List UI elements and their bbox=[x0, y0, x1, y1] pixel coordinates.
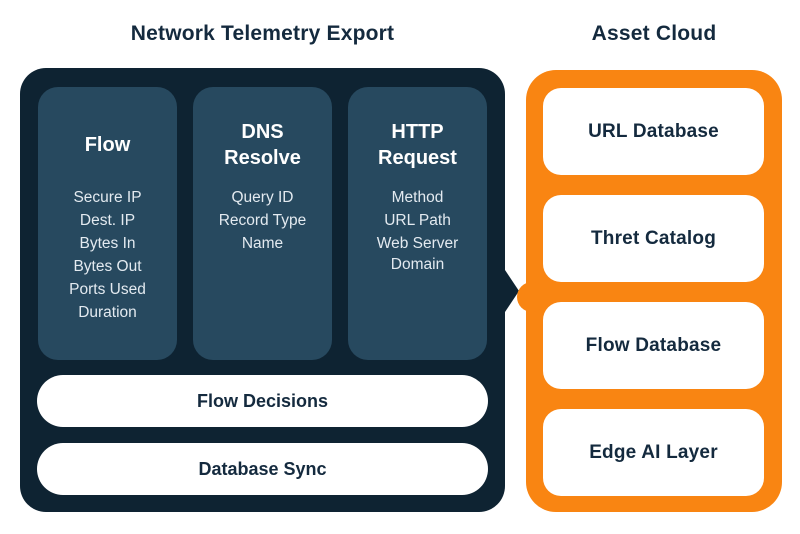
column-heading: HTTP Request bbox=[378, 121, 457, 169]
column-item: Web Server Domain bbox=[376, 235, 459, 273]
asset-cloud-panel: URL Database Thret Catalog Flow Database… bbox=[517, 70, 782, 512]
asset-box: Thret Catalog bbox=[543, 195, 764, 282]
column-item: Query ID bbox=[231, 189, 294, 206]
right-section-title: Asset Cloud bbox=[591, 22, 717, 45]
connector-notch-icon bbox=[517, 282, 547, 312]
asset-box: URL Database bbox=[543, 88, 764, 175]
column-item: Secure IP bbox=[73, 189, 142, 206]
telemetry-bar: Database Sync bbox=[37, 443, 488, 495]
column-item: Ports Used bbox=[69, 281, 146, 298]
column-item: Bytes Out bbox=[73, 258, 142, 275]
column-item: Record Type bbox=[218, 212, 307, 229]
column-item: Dest. IP bbox=[79, 212, 136, 229]
asset-box: Edge AI Layer bbox=[543, 409, 764, 496]
asset-box: Flow Database bbox=[543, 302, 764, 389]
column-heading: DNS Resolve bbox=[224, 121, 301, 169]
telemetry-bar: Flow Decisions bbox=[37, 375, 488, 427]
column-item: Method bbox=[391, 189, 444, 206]
column-heading: Flow bbox=[84, 134, 131, 156]
connector-arrow-icon bbox=[505, 270, 519, 312]
column-item: URL Path bbox=[384, 212, 451, 229]
asset-boxes: URL Database Thret Catalog Flow Database… bbox=[543, 88, 764, 496]
column-item: Bytes In bbox=[79, 235, 136, 252]
left-section-title: Network Telemetry Export bbox=[130, 22, 395, 45]
column-item: Duration bbox=[78, 304, 137, 321]
column-item: Name bbox=[241, 235, 284, 252]
telemetry-bars: Flow Decisions Database Sync bbox=[37, 375, 488, 495]
